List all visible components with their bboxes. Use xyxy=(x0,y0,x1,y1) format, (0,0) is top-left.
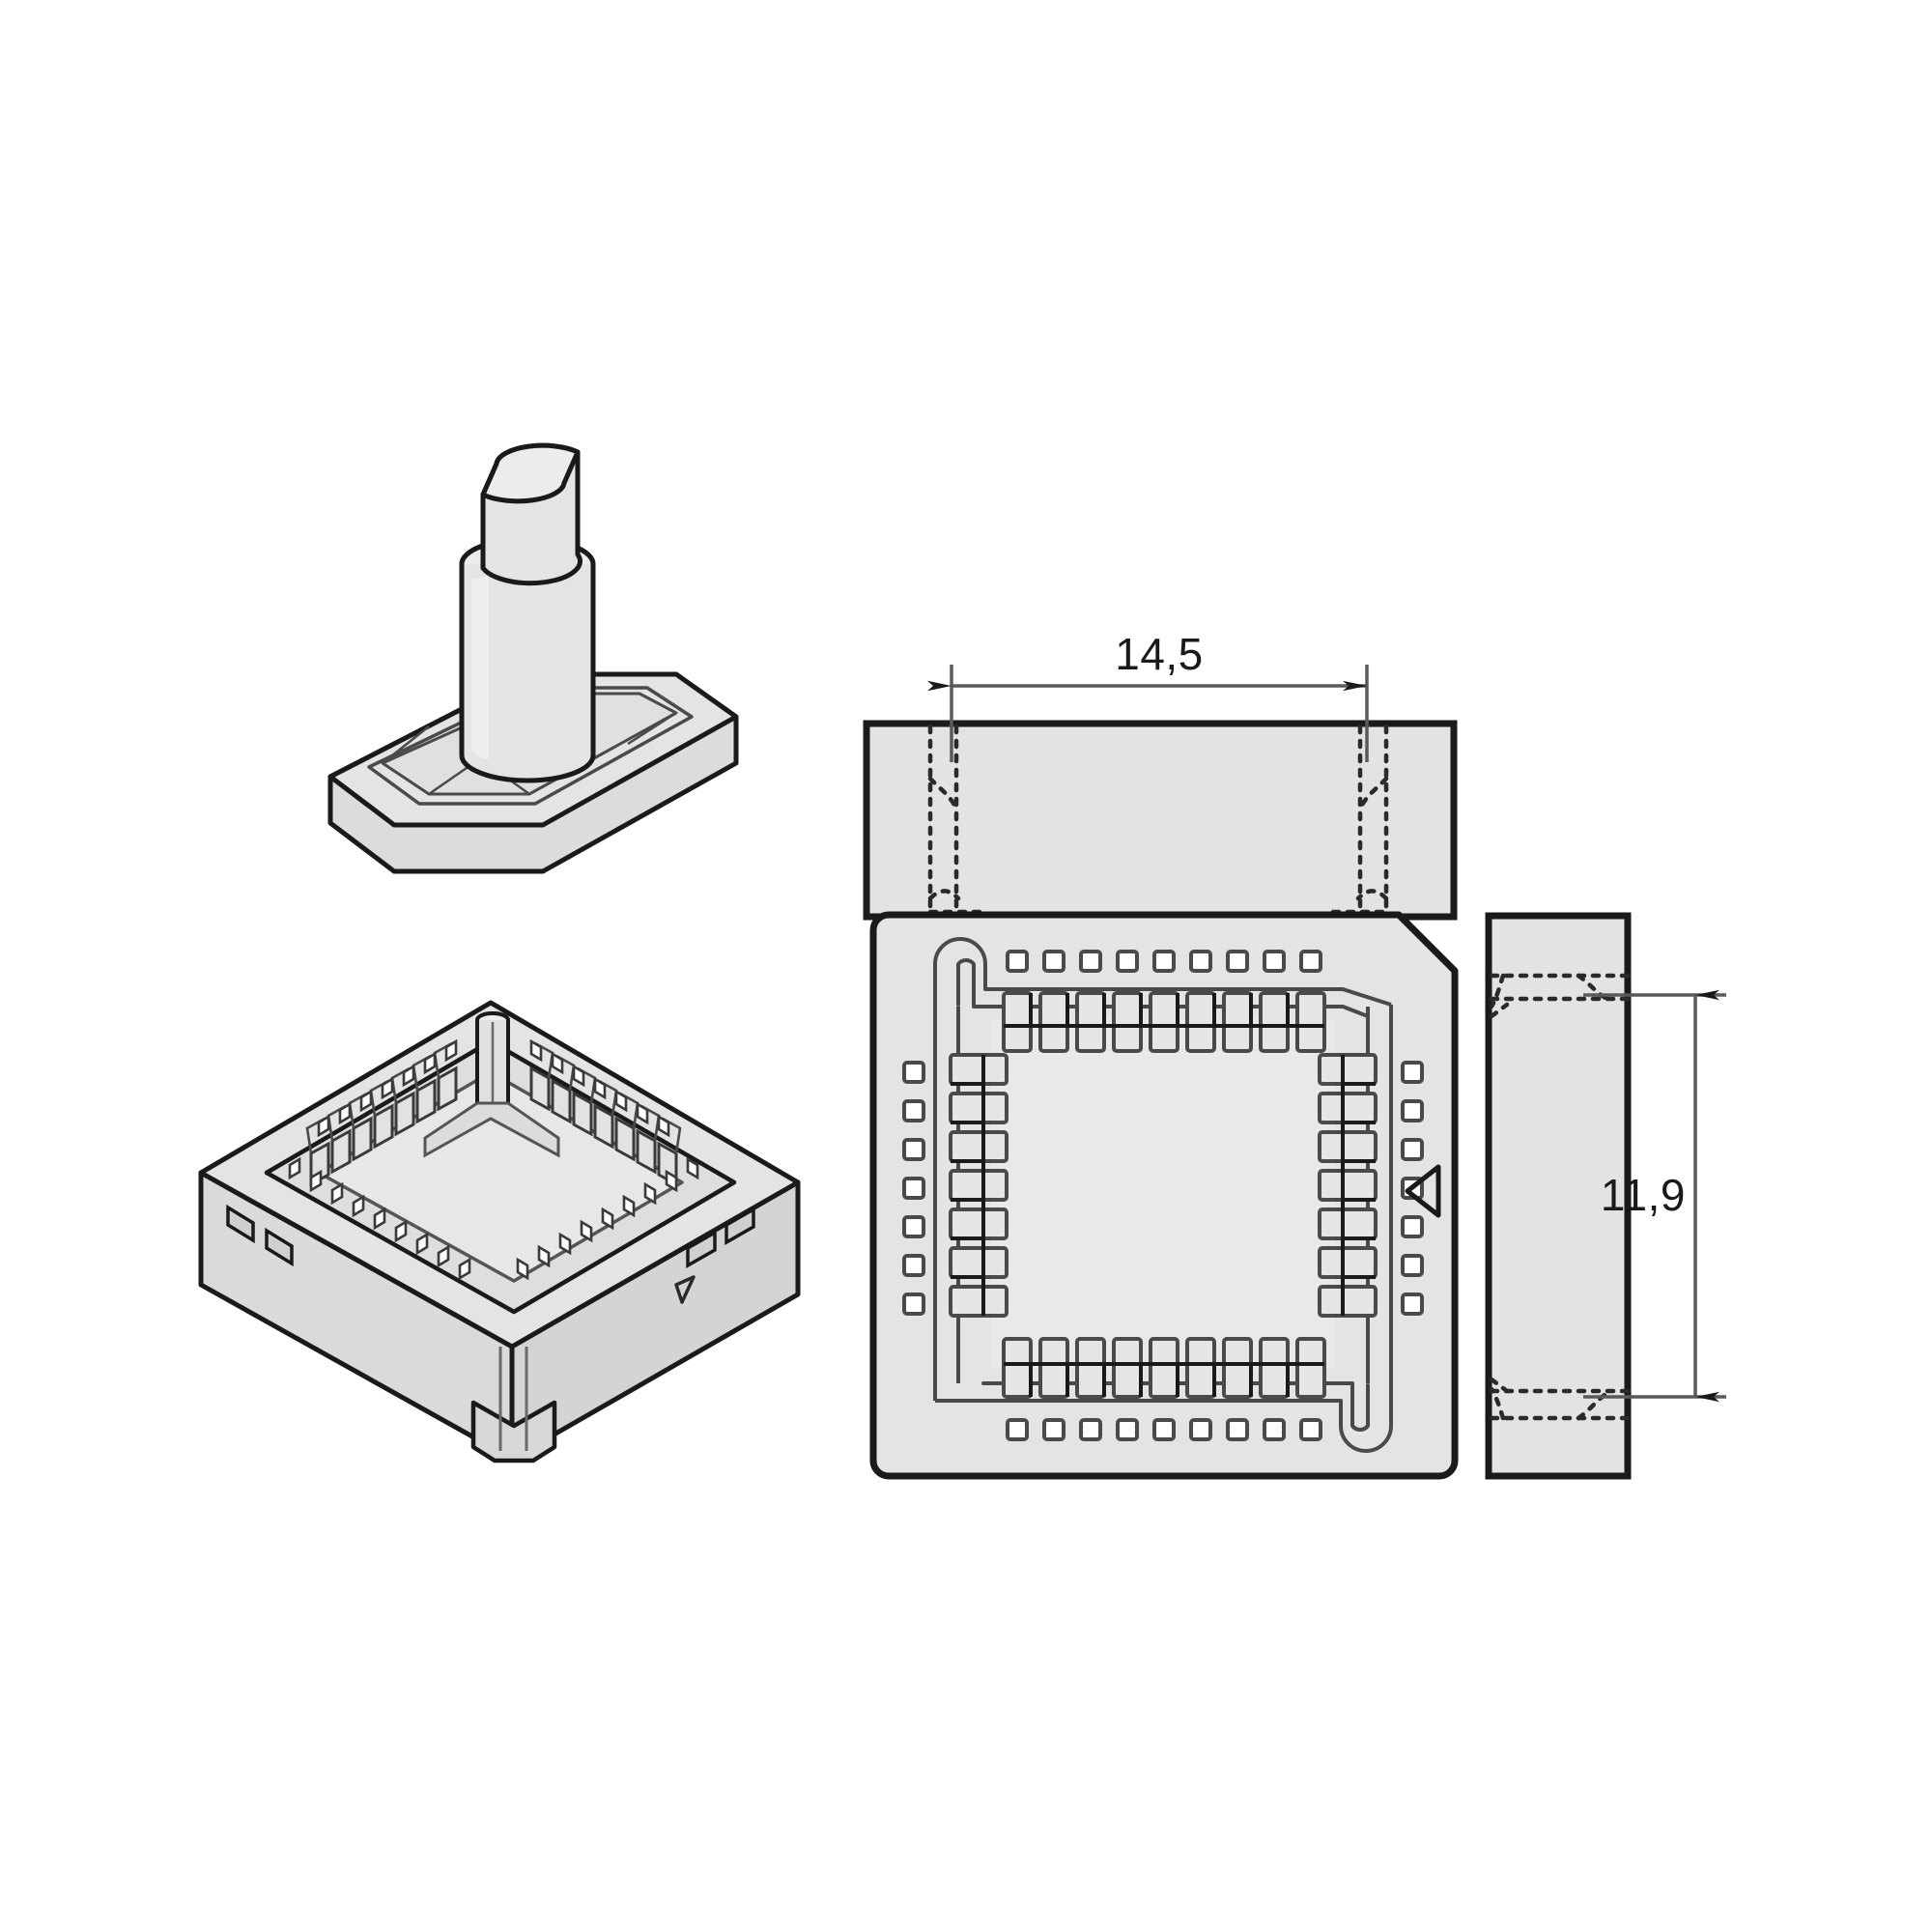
socket-isometric-view xyxy=(198,1000,801,1463)
socket-tail-holes-right xyxy=(516,1156,699,1281)
socket-standoff-right-b xyxy=(686,1229,717,1269)
socket-standoff-left-b xyxy=(265,1227,294,1267)
plan-tail-holes-top xyxy=(1006,950,1322,973)
dimension-label-depth: 11,9 xyxy=(1601,1170,1686,1220)
right-hidden-lines-bottom xyxy=(1489,1377,1631,1421)
plan-tail-holes-right xyxy=(1401,1061,1424,1316)
cap-stem-top-inner-edge xyxy=(482,482,566,503)
plan-latch-rail-bottom-right xyxy=(981,1381,1393,1453)
cap-recess-miter-left xyxy=(382,725,430,764)
socket-tail-holes-upper-left xyxy=(317,1038,458,1138)
plan-inner-cavity xyxy=(991,1019,1335,1369)
plan-contact-spring-bottom xyxy=(1004,1362,1324,1397)
plan-tail-holes-left xyxy=(902,1061,925,1316)
plan-latch-rail-top-left xyxy=(933,937,1345,1009)
plan-contacts-right xyxy=(1318,1053,1424,1318)
socket-standoff-right-a xyxy=(724,1206,755,1246)
cap-post-highlight xyxy=(471,576,489,759)
socket-standoff-left-a xyxy=(226,1204,255,1244)
pickup-cap-isometric-view xyxy=(327,442,739,874)
plan-polarity-triangle-icon xyxy=(1405,1164,1441,1218)
front-elevation-view: 14,5 xyxy=(863,629,1458,921)
socket-center-key-top xyxy=(475,1011,510,1021)
plan-contact-bodies-bottom xyxy=(1002,1337,1326,1399)
plan-view xyxy=(869,911,1459,1480)
plan-tail-holes-bottom xyxy=(1006,1418,1322,1441)
socket-center-key-base xyxy=(423,1101,560,1158)
socket-tail-holes-left xyxy=(288,1156,471,1281)
plan-contact-spring-left xyxy=(951,1055,985,1316)
plan-contact-spring-top xyxy=(1004,993,1324,1028)
front-elevation-outline xyxy=(863,720,1458,921)
plan-contact-bodies-top xyxy=(1002,991,1326,1053)
right-elevation-outline xyxy=(1485,912,1632,1480)
socket-tail-holes-upper-right xyxy=(529,1038,670,1138)
socket-bottom-foot xyxy=(470,1400,557,1463)
dimension-11-9: 11,9 xyxy=(1583,989,1726,1403)
socket-polarity-triangle-icon xyxy=(674,1275,696,1304)
cap-recess-miter-right xyxy=(627,711,677,746)
plan-contacts-top xyxy=(1002,950,1326,1053)
dimension-14-5: 14,5 xyxy=(927,629,1369,762)
dimension-label-width: 14,5 xyxy=(1115,629,1204,679)
right-elevation-view: 11,9 xyxy=(1485,912,1726,1480)
plan-contacts-left xyxy=(902,1053,1009,1318)
plan-contacts-bottom xyxy=(1002,1337,1326,1441)
plan-contact-spring-right xyxy=(1341,1055,1376,1316)
plan-contact-bodies-right xyxy=(1318,1053,1378,1318)
right-hidden-lines-top xyxy=(1489,973,1631,1019)
